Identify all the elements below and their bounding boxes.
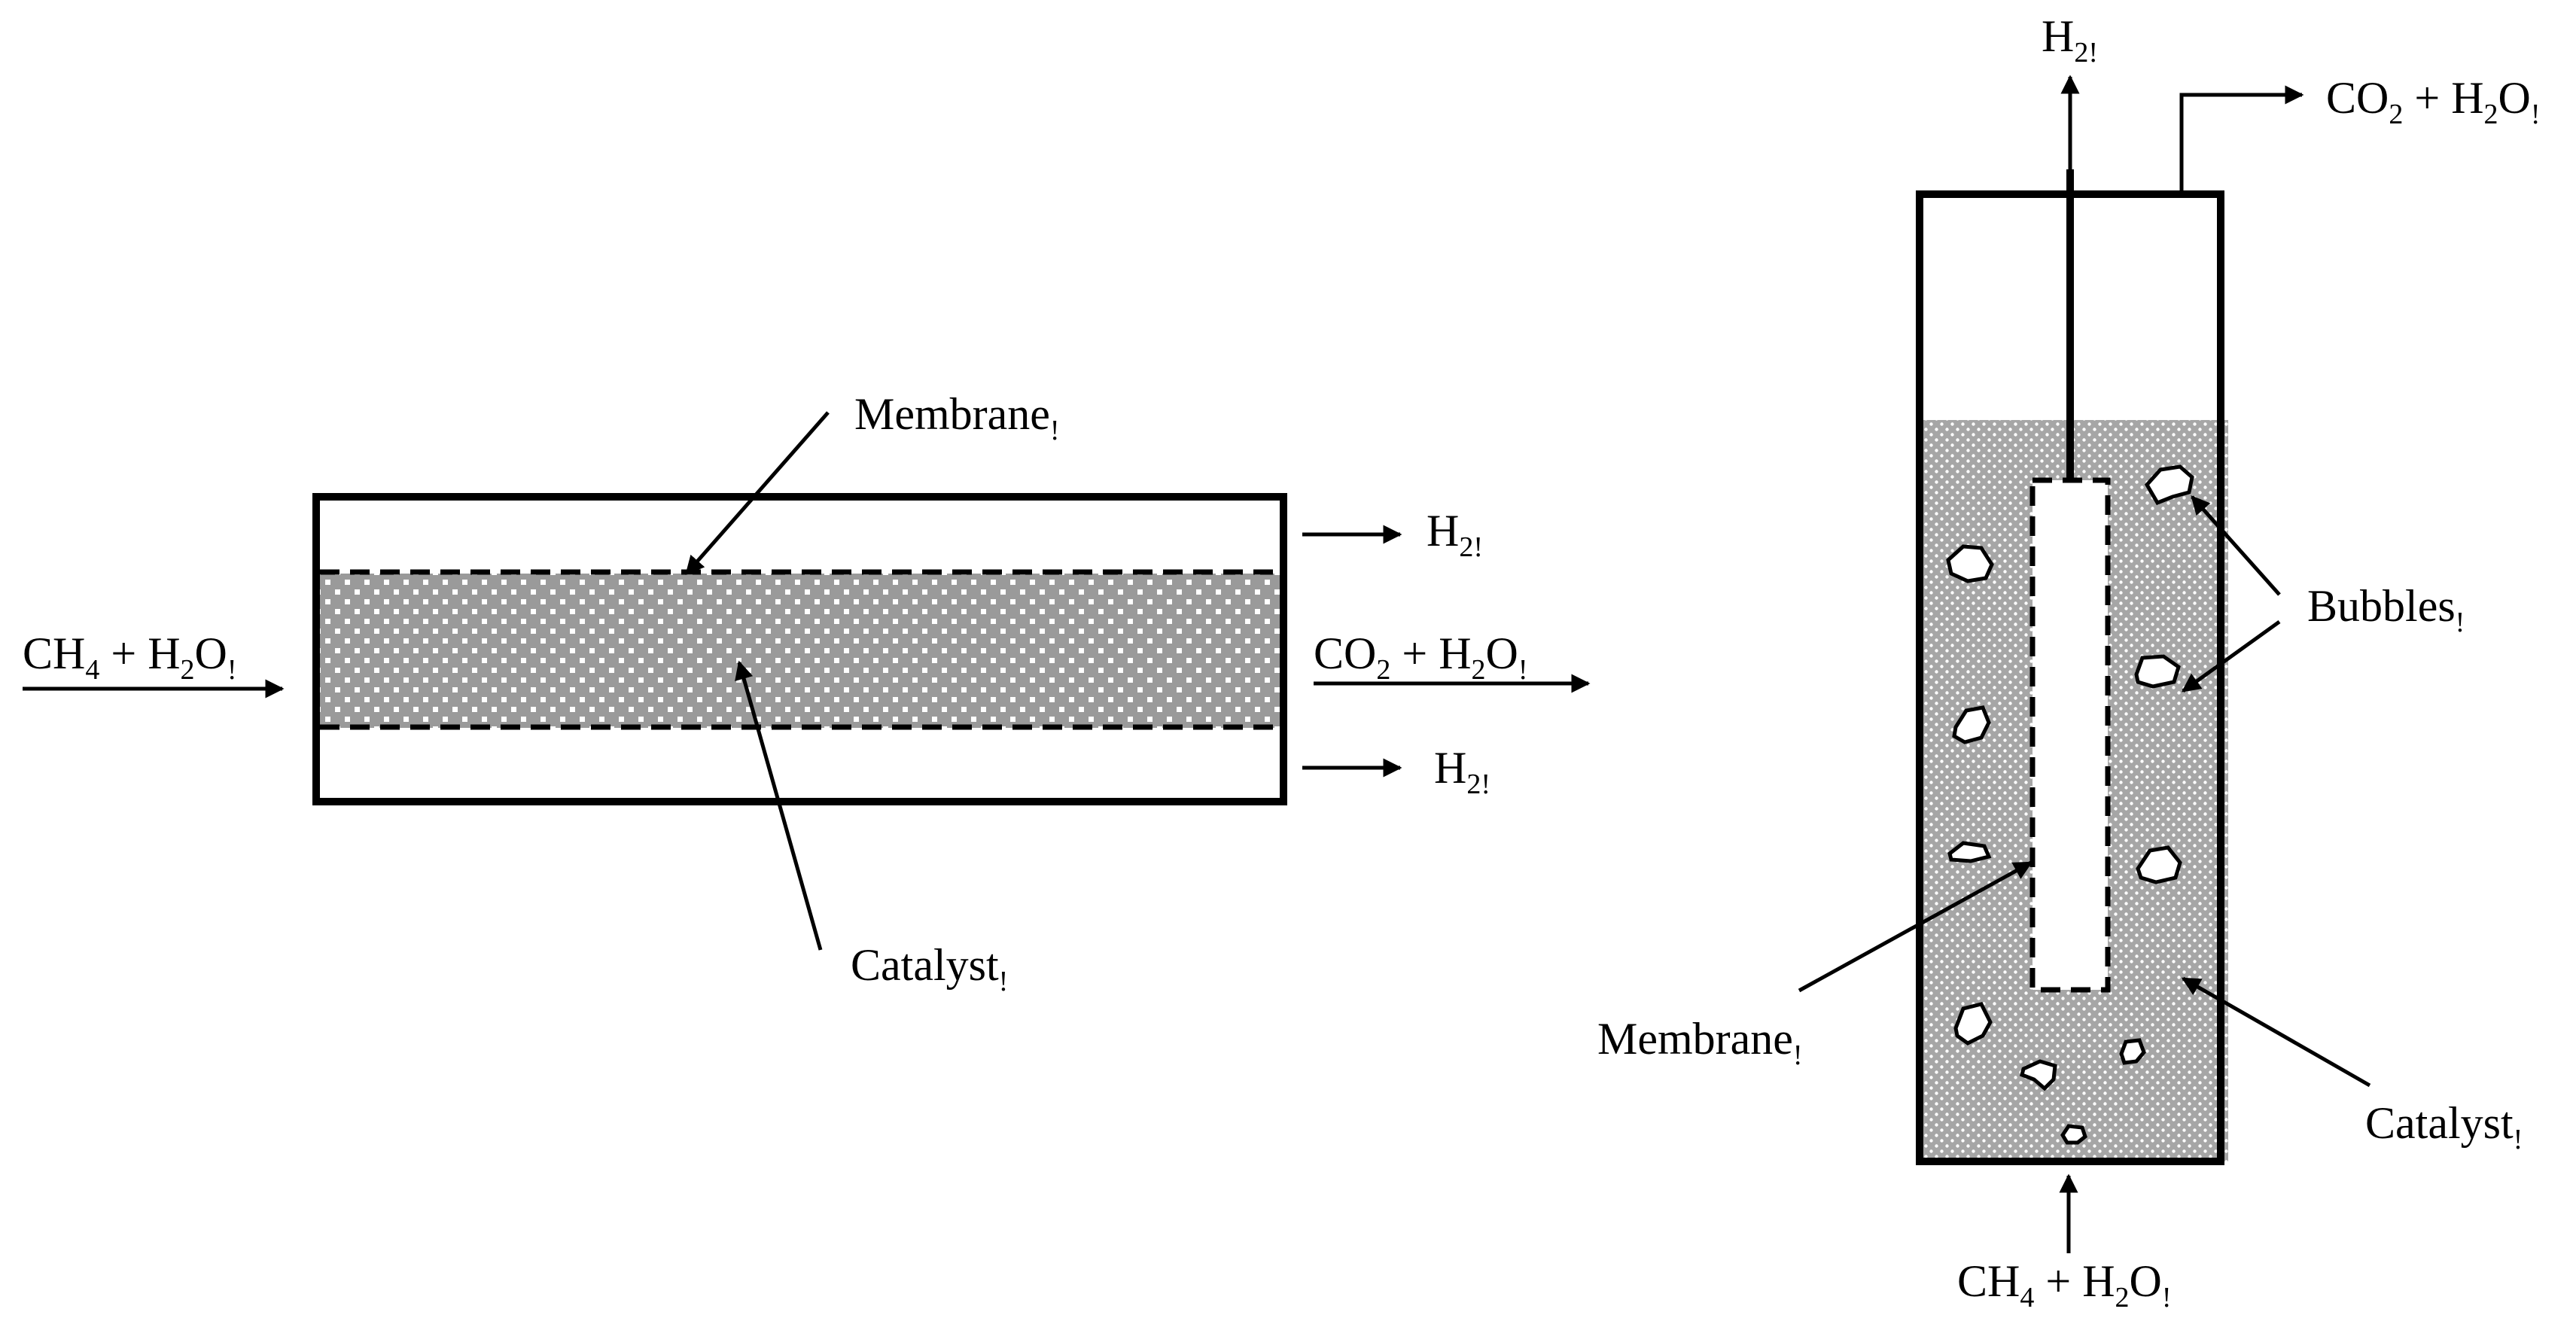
bubble [2134,654,2181,689]
feed-plus-h: + H [99,629,181,678]
right-membrane-label: Membrane! [1597,1014,1803,1070]
right-bubbles-label: Bubbles! [2307,581,2465,637]
right-feed-label: CH4 + H2O! [1957,1256,2172,1312]
exit-sub-h2: 2 [1471,654,1486,686]
feed-o: O [2129,1256,2162,1306]
feed-ch: CH [23,629,86,678]
exit-sub-2: 2 [1376,654,1391,686]
exit-sub-mark: ! [2530,99,2541,130]
right-h2-label: H2! [2042,11,2098,67]
exit-sub-2: 2 [2389,99,2404,130]
bubble [2119,1038,2146,1065]
catalyst-text: Catalyst [851,940,999,990]
h-symbol: H [2042,11,2075,61]
feed-o: O [194,629,227,678]
bubbles-text: Bubbles [2307,581,2456,631]
h-sub: 2! [1466,769,1490,800]
membrane-text: Membrane [854,389,1050,439]
membrane-sub: ! [1792,1039,1803,1071]
feed-sub-2: 2 [180,654,195,686]
membrane-sub: ! [1049,415,1060,446]
bubble [2060,1124,2087,1145]
feed-sub-4: 4 [85,654,100,686]
h-sub: 2! [2074,37,2098,68]
left-h2-top-label: H2! [1427,506,1483,562]
right-bubbles-pointer-bottom [2181,619,2281,693]
left-membrane-label: Membrane! [854,389,1060,445]
right-exit-label: CO2 + H2O! [2326,73,2541,129]
feed-sub-2: 2 [2115,1282,2130,1313]
left-catalyst-pointer [735,660,823,951]
exit-o: O [2498,73,2531,123]
catalyst-sub: ! [2513,1124,2523,1155]
bubbles-sub: ! [2455,607,2465,638]
right-catalyst-pointer [2181,976,2371,1088]
catalyst-text: Catalyst [2365,1098,2514,1148]
right-reactor [1798,75,2371,1253]
right-membrane-pointer [1798,860,2033,993]
feed-sub-mark: ! [2161,1282,2172,1313]
exit-plus-h: + H [1390,629,1472,678]
right-membrane-tube [2029,477,2111,993]
bubble [1946,544,1994,583]
membrane-text: Membrane [1597,1014,1793,1064]
feed-ch: CH [1957,1256,2020,1306]
left-reactor [23,411,1591,951]
left-exit-label: CO2 + H2O! [1314,629,1528,684]
bubble [1947,841,1992,863]
right-exit-pipe-arrow [2179,85,2304,194]
right-catalyst-label: Catalyst! [2365,1098,2523,1154]
bubbles [1946,464,2194,1145]
left-catalyst-bed [319,574,1281,728]
h-symbol: H [1434,743,1467,793]
bubble [2136,845,2182,884]
feed-sub-mark: ! [227,654,237,686]
exit-sub-mark: ! [1518,654,1528,686]
left-feed-label: CH4 + H2O! [23,629,237,684]
exit-o: O [1485,629,1518,678]
left-membrane-pointer [685,411,830,575]
catalyst-sub: ! [998,966,1009,997]
exit-co: CO [1314,629,1377,678]
left-catalyst-label: Catalyst! [851,940,1008,996]
feed-sub-4: 4 [2020,1282,2035,1313]
right-bubbles-pointer-top [2191,495,2281,596]
exit-sub-h2: 2 [2483,99,2498,130]
left-h2-bottom-label: H2! [1434,743,1490,799]
left-reactor-shell [312,493,1287,805]
bubble [2020,1059,2057,1091]
bubble [1953,1002,1993,1046]
h-sub: 2! [1459,531,1483,563]
exit-co: CO [2326,73,2389,123]
bubble [2144,464,2194,506]
feed-plus-h: + H [2034,1256,2115,1306]
bubble [1952,705,1991,744]
exit-plus-h: + H [2403,73,2484,123]
h-symbol: H [1427,506,1460,555]
